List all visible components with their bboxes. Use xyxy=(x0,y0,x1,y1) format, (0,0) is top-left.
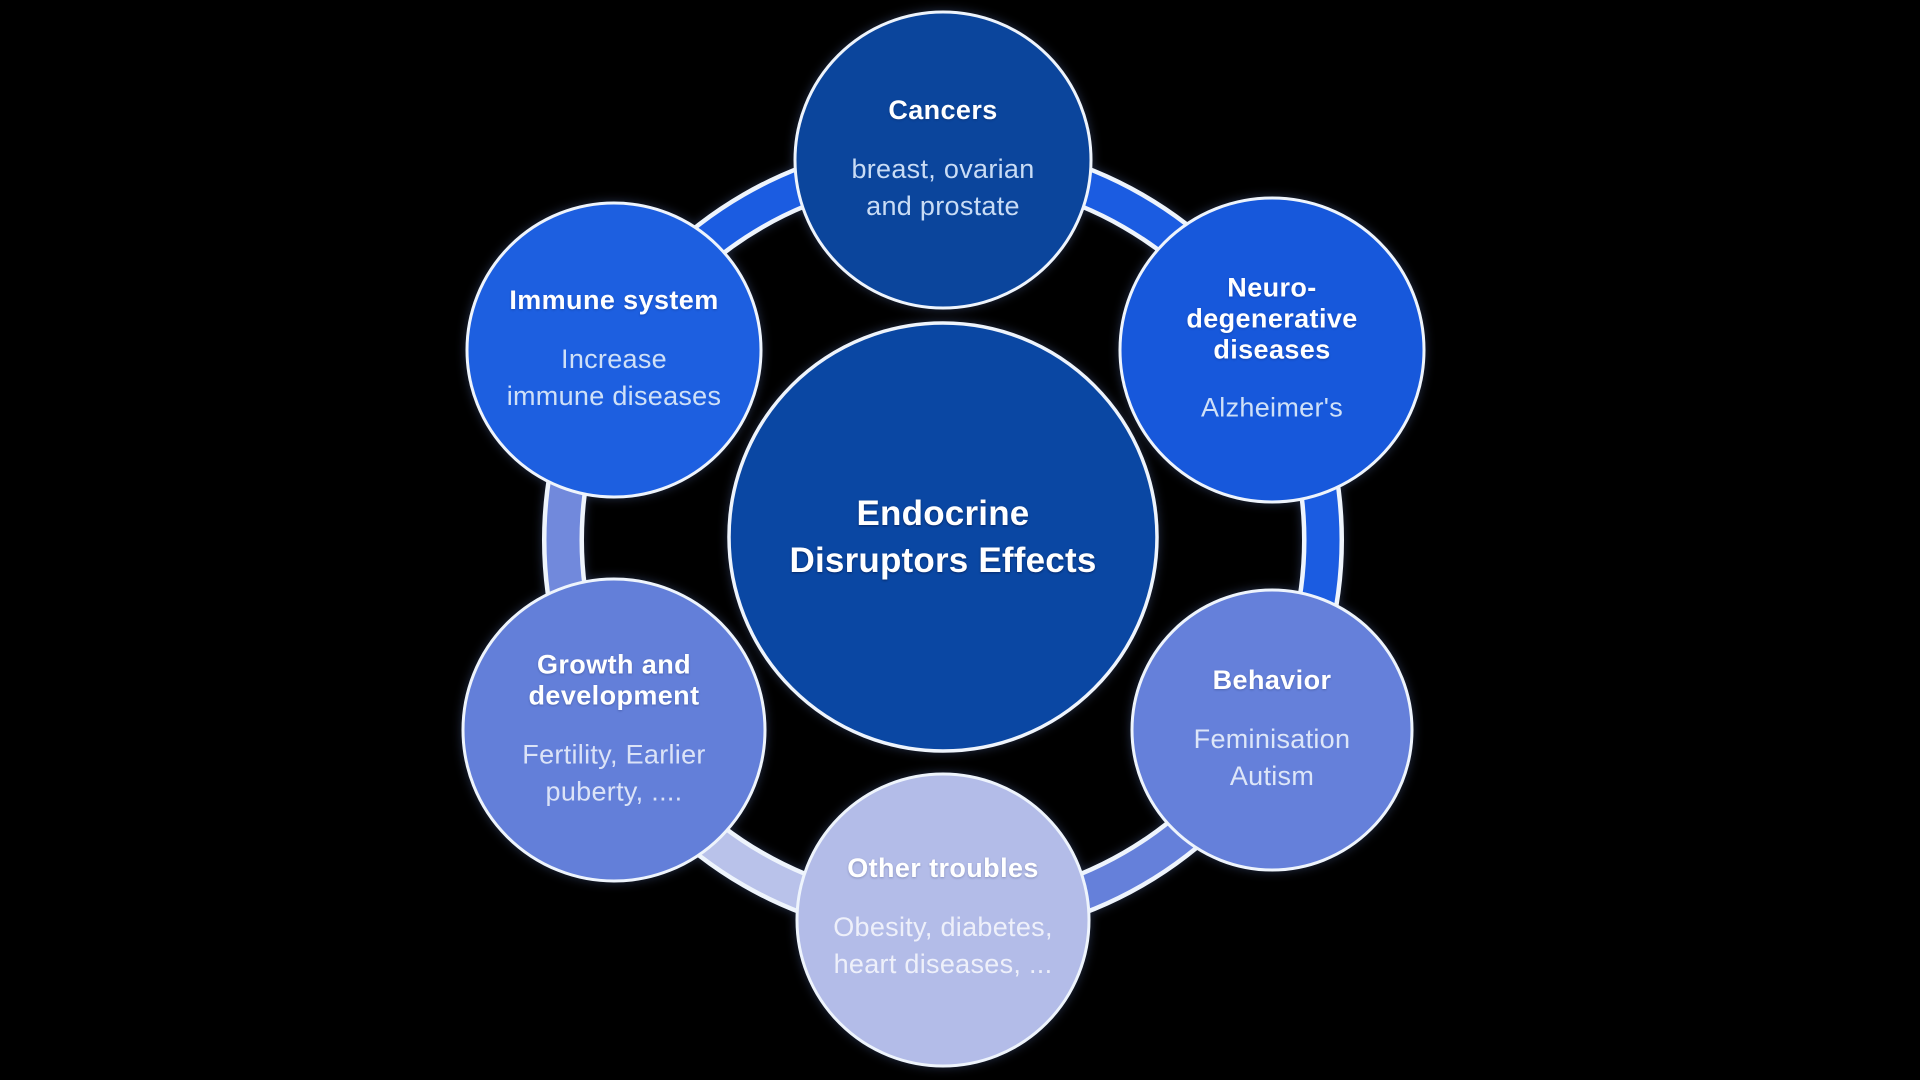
node-circle-cancers xyxy=(793,10,1093,310)
node-circle-behavior xyxy=(1130,588,1414,872)
node-circle-growth-and-development xyxy=(461,577,767,883)
node-circle-immune-system xyxy=(465,201,763,499)
node-circle-neurodegenerative-diseases xyxy=(1118,196,1426,504)
center-circle xyxy=(727,321,1159,753)
node-circles xyxy=(461,10,1426,1068)
node-circle-other-troubles xyxy=(795,772,1091,1068)
